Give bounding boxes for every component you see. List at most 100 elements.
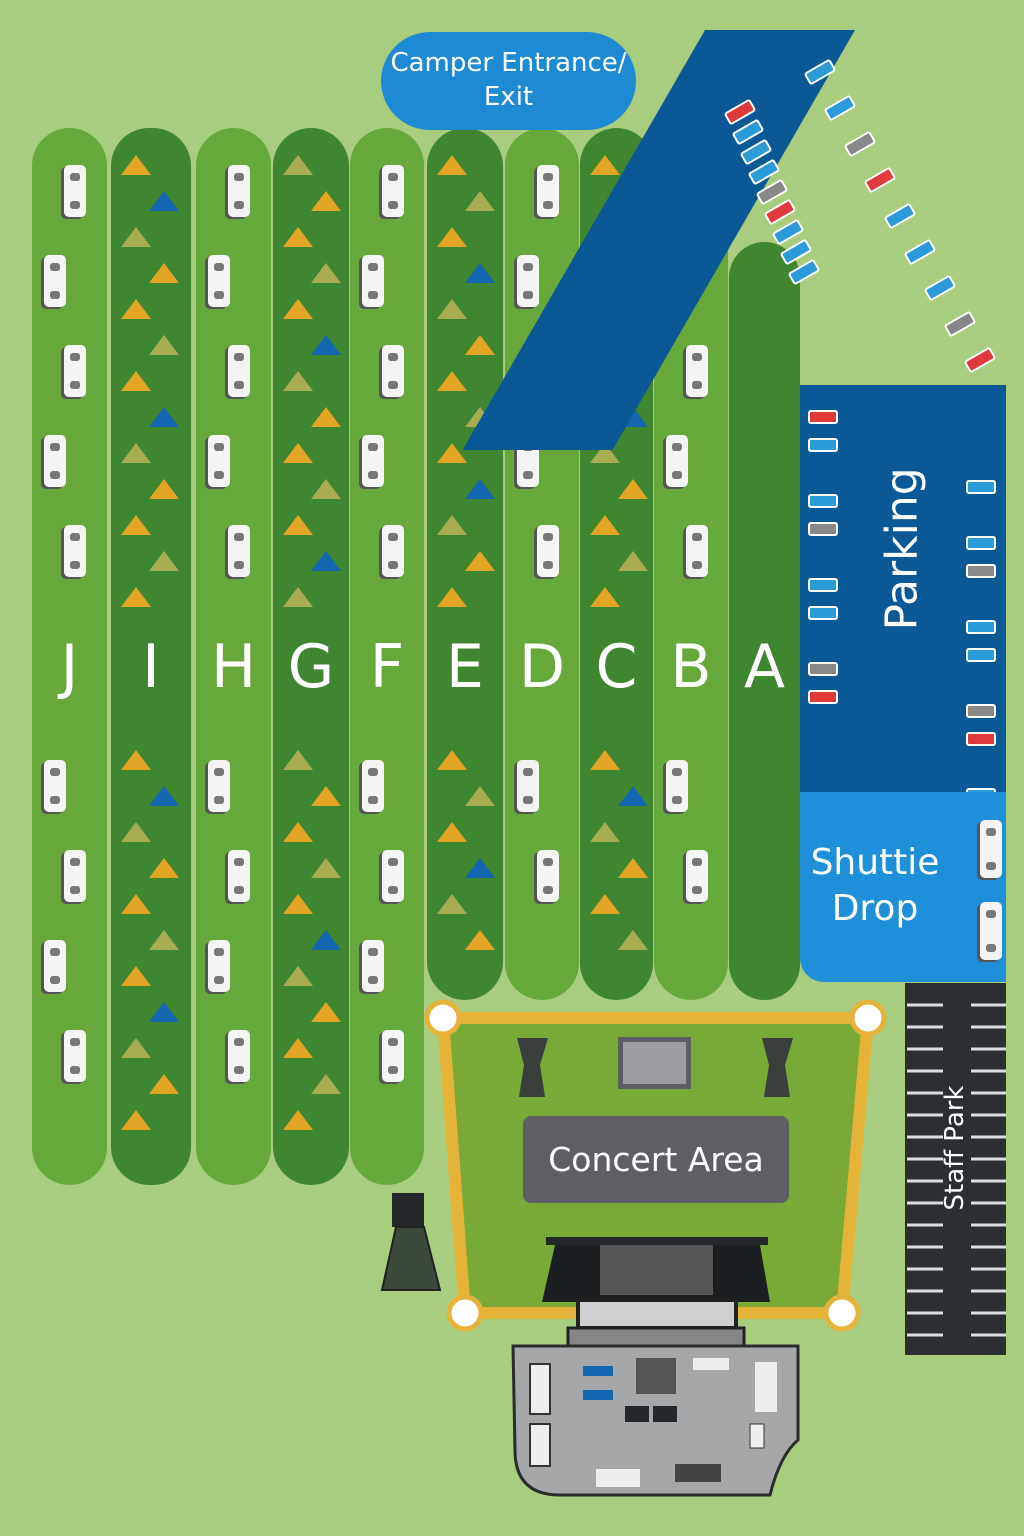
- tent-icon: [283, 1110, 313, 1130]
- rv-icon: [382, 345, 404, 397]
- rv-icon: [537, 525, 559, 577]
- tent-icon: [465, 858, 495, 878]
- camper-entrance-exit[interactable]: Camper Entrance/ Exit: [381, 32, 636, 130]
- rv-icon: [208, 760, 230, 812]
- tent-icon: [121, 966, 151, 986]
- tent-icon: [149, 930, 179, 950]
- rv-icon: [228, 1030, 250, 1082]
- camping-lane-a[interactable]: [729, 242, 800, 1000]
- tent-icon: [121, 515, 151, 535]
- tent-icon: [149, 786, 179, 806]
- tent-icon: [465, 786, 495, 806]
- tent-icon: [283, 1038, 313, 1058]
- tent-icon: [149, 1002, 179, 1022]
- tent-icon: [311, 551, 341, 571]
- tent-icon: [437, 371, 467, 391]
- rv-icon: [44, 760, 66, 812]
- rv-icon: [382, 525, 404, 577]
- tent-icon: [311, 1002, 341, 1022]
- rv-icon: [64, 345, 86, 397]
- car-icon: [966, 564, 996, 578]
- tent-icon: [121, 155, 151, 175]
- rv-icon: [537, 850, 559, 902]
- shuttle-drop[interactable]: Shuttie Drop: [800, 792, 1006, 982]
- shuttle-bus: [980, 902, 1002, 960]
- rv-icon: [666, 435, 688, 487]
- car-icon: [808, 494, 838, 508]
- car-icon: [808, 522, 838, 536]
- car-icon: [966, 648, 996, 662]
- tent-icon: [437, 587, 467, 607]
- tent-icon: [590, 155, 620, 175]
- tent-icon: [283, 443, 313, 463]
- car-icon: [966, 536, 996, 550]
- tent-icon: [149, 191, 179, 211]
- concert-area-label[interactable]: Concert Area: [523, 1116, 789, 1203]
- tent-icon: [283, 227, 313, 247]
- rv-icon: [686, 345, 708, 397]
- tent-icon: [437, 299, 467, 319]
- speaker-tower-icon: [762, 1038, 793, 1097]
- tent-icon: [311, 930, 341, 950]
- tent-icon: [465, 479, 495, 499]
- tent-icon: [590, 587, 620, 607]
- speaker-tower-icon: [517, 1038, 548, 1097]
- tent-icon: [437, 750, 467, 770]
- rv-icon: [362, 255, 384, 307]
- tent-icon: [465, 551, 495, 571]
- rv-icon: [44, 940, 66, 992]
- tent-icon: [283, 515, 313, 535]
- tent-icon: [121, 894, 151, 914]
- rv-icon: [208, 940, 230, 992]
- car-icon: [966, 704, 996, 718]
- tent-icon: [590, 894, 620, 914]
- tent-icon: [618, 479, 648, 499]
- rv-icon: [362, 435, 384, 487]
- car-icon: [808, 662, 838, 676]
- rv-icon: [44, 255, 66, 307]
- tent-icon: [311, 479, 341, 499]
- tent-icon: [311, 786, 341, 806]
- tent-icon: [283, 966, 313, 986]
- lane-label: I: [142, 632, 160, 702]
- tent-icon: [437, 894, 467, 914]
- tent-icon: [618, 786, 648, 806]
- tent-icon: [149, 335, 179, 355]
- car-icon: [966, 732, 996, 746]
- tent-icon: [149, 1074, 179, 1094]
- tent-icon: [121, 443, 151, 463]
- rv-icon: [228, 850, 250, 902]
- rv-icon: [44, 435, 66, 487]
- rv-icon: [686, 850, 708, 902]
- tent-icon: [121, 227, 151, 247]
- car-icon: [808, 690, 838, 704]
- rv-icon: [362, 760, 384, 812]
- rv-icon: [228, 525, 250, 577]
- tent-icon: [311, 263, 341, 283]
- tent-icon: [283, 822, 313, 842]
- shuttle-bus: [980, 820, 1002, 878]
- tent-icon: [121, 1110, 151, 1130]
- rv-icon: [208, 255, 230, 307]
- staff-parking[interactable]: Staff Park: [905, 983, 1006, 1355]
- tent-icon: [618, 858, 648, 878]
- tent-icon: [590, 515, 620, 535]
- rv-icon: [382, 850, 404, 902]
- tent-icon: [121, 822, 151, 842]
- tent-icon: [311, 858, 341, 878]
- tent-icon: [311, 407, 341, 427]
- tent-icon: [149, 263, 179, 283]
- rv-icon: [228, 345, 250, 397]
- lane-label: B: [670, 632, 712, 702]
- rv-icon: [208, 435, 230, 487]
- tent-icon: [618, 930, 648, 950]
- car-icon: [808, 410, 838, 424]
- tent-icon: [121, 1038, 151, 1058]
- tent-icon: [465, 263, 495, 283]
- parking-lines: [907, 1003, 1006, 1337]
- car-icon: [808, 606, 838, 620]
- tent-icon: [149, 407, 179, 427]
- rv-icon: [382, 1030, 404, 1082]
- tent-icon: [283, 750, 313, 770]
- tent-icon: [149, 479, 179, 499]
